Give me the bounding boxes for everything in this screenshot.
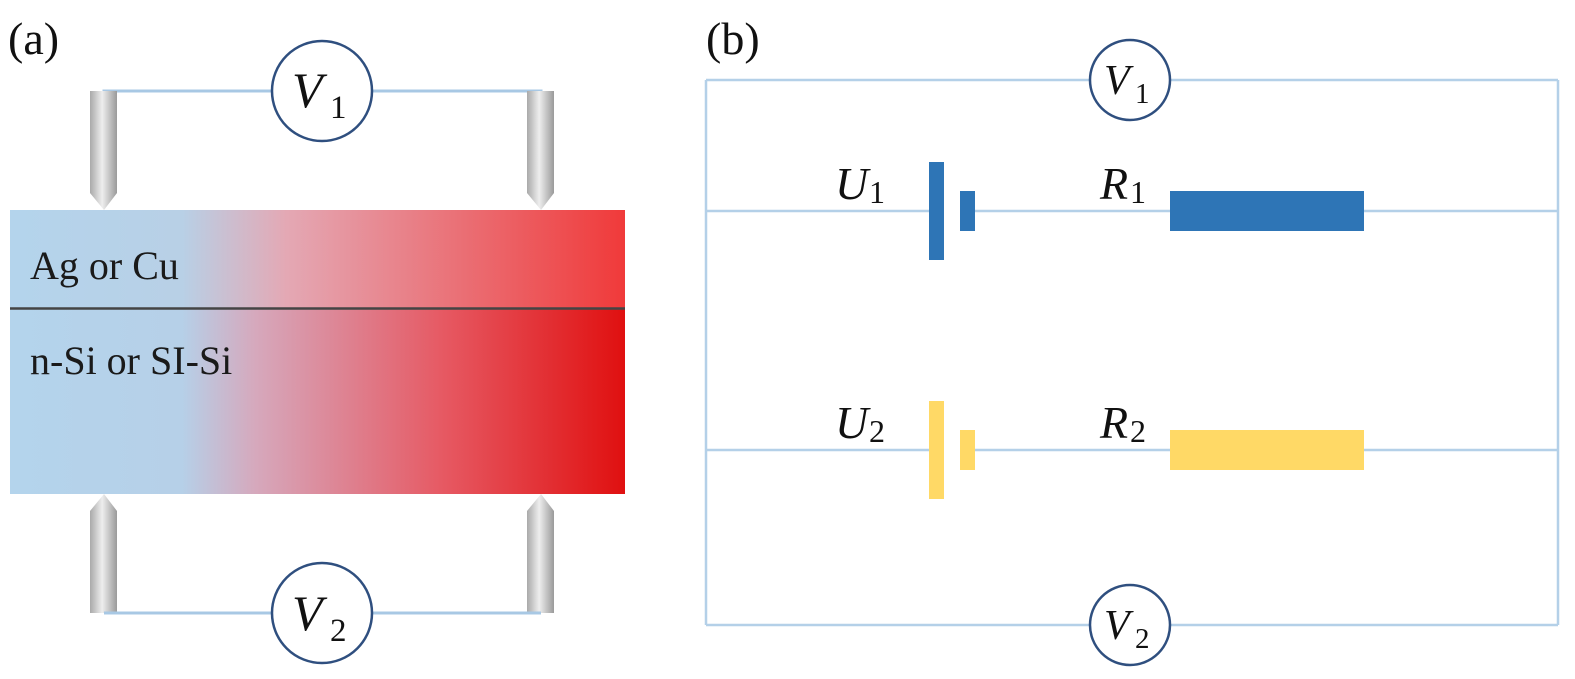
voltmeter-b-top-symbol: V	[1104, 58, 1134, 104]
wire-a-top-left	[102, 89, 272, 93]
panel-a: (a) Ag or Cu n-Si or SI-Si	[8, 13, 625, 665]
label-u2: U 2	[835, 397, 885, 449]
probe-bottom-left	[90, 494, 117, 613]
circuit-wires	[704, 78, 1560, 627]
voltmeter-a-top-subscript: 1	[330, 90, 347, 126]
voltmeter-a-top: V 1	[270, 39, 374, 143]
label-r2-subscript: 2	[1130, 413, 1146, 449]
label-u1-subscript: 1	[869, 174, 885, 210]
probe-top-left	[90, 91, 117, 210]
battery-1	[929, 162, 975, 260]
voltmeter-b-bottom-subscript: 2	[1135, 623, 1150, 655]
battery-2	[929, 401, 975, 499]
voltmeter-a-top-symbol: V	[292, 62, 328, 118]
label-u2-subscript: 2	[869, 413, 885, 449]
voltmeter-a-bottom-symbol: V	[292, 585, 328, 641]
label-r1-subscript: 1	[1130, 174, 1146, 210]
voltmeter-b-bottom-symbol: V	[1104, 603, 1134, 649]
voltmeter-a-bottom-subscript: 2	[330, 613, 347, 649]
label-u1-symbol: U	[835, 158, 871, 209]
label-r1-symbol: R	[1099, 158, 1128, 209]
probe-top-right	[527, 91, 554, 210]
label-r1: R 1	[1099, 158, 1146, 210]
label-u1: U 1	[835, 158, 885, 210]
wire-a-top-right	[372, 89, 543, 93]
bottom-layer-label: n-Si or SI-Si	[30, 338, 232, 383]
label-r2: R 2	[1099, 397, 1146, 449]
panel-b: (b)	[704, 13, 1560, 667]
voltmeter-b-top: V 1	[1088, 38, 1172, 122]
probe-bottom-right	[527, 494, 554, 613]
voltmeter-b-top-subscript: 1	[1135, 78, 1150, 110]
panel-b-label: (b)	[706, 13, 760, 64]
label-u2-symbol: U	[835, 397, 871, 448]
label-r2-symbol: R	[1099, 397, 1128, 448]
silicon-layer-texture	[10, 309, 625, 494]
voltmeter-a-bottom: V 2	[270, 561, 374, 665]
panel-a-label: (a)	[8, 13, 59, 64]
voltmeter-b-bottom: V 2	[1088, 583, 1172, 667]
metal-layer-texture	[10, 210, 625, 308]
resistor-1	[1170, 191, 1364, 231]
resistor-2	[1170, 430, 1364, 470]
top-layer-label: Ag or Cu	[30, 243, 179, 288]
sample-layers	[10, 210, 625, 494]
